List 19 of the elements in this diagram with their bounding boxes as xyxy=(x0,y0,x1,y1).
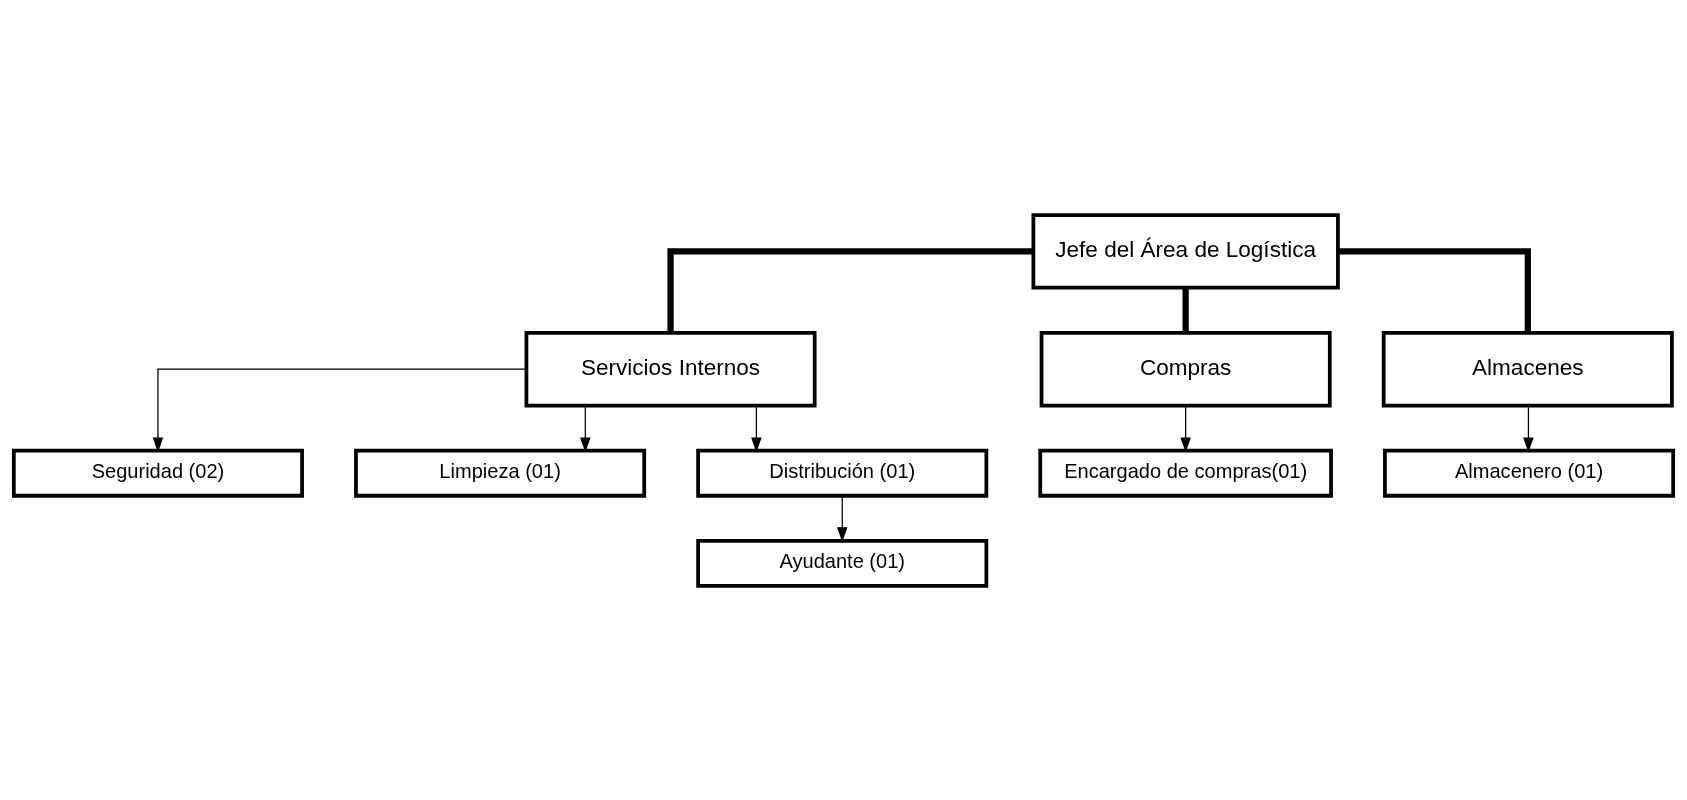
node-box: Limpieza (01) xyxy=(354,448,647,498)
node-box: Servicios Internos xyxy=(524,330,817,407)
node-box: Compras xyxy=(1039,330,1332,407)
arrow xyxy=(751,404,762,452)
node-box: Almacenes xyxy=(1381,330,1674,407)
connector xyxy=(1338,247,1531,333)
connector xyxy=(1182,287,1189,333)
arrow xyxy=(580,404,591,452)
node-box: Distribución (01) xyxy=(696,448,989,498)
arrow xyxy=(1180,404,1191,452)
connector xyxy=(667,247,1034,333)
node-box: Ayudante (01) xyxy=(696,538,989,588)
node-box: Almacenero (01) xyxy=(1383,448,1676,498)
arrow xyxy=(152,368,527,452)
node-box: Encargado de compras(01) xyxy=(1038,448,1333,498)
node-box: Jefe del Área de Logística xyxy=(1031,212,1340,290)
arrow xyxy=(836,494,848,542)
node-box: Seguridad (02) xyxy=(11,448,304,498)
arrow xyxy=(1523,404,1534,452)
